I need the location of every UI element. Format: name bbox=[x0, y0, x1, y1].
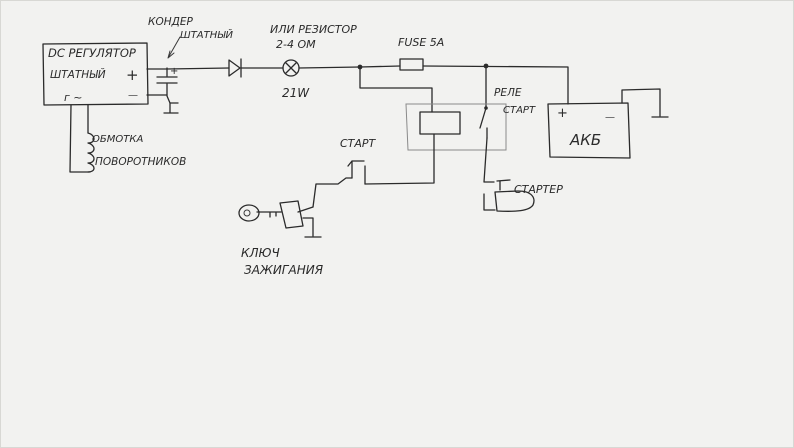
lamp-or-resistor: ИЛИ РЕЗИСТОР 2-4 ОМ 21W bbox=[270, 23, 357, 100]
regulator-title: DC РЕГУЛЯТОР bbox=[48, 46, 136, 60]
relay-contact-arm bbox=[479, 107, 487, 129]
battery-label: АКБ bbox=[569, 131, 601, 149]
relay-subtitle: СТАРТ bbox=[503, 105, 536, 116]
capacitor-pointer-arrow bbox=[167, 36, 181, 59]
starter-body bbox=[494, 190, 535, 212]
capacitor: + КОНДЕР ШТАТНЫЙ bbox=[148, 16, 233, 114]
regulator-plus-label: + bbox=[126, 66, 139, 84]
wire-fuse-to-battery bbox=[422, 65, 569, 105]
starter-ground bbox=[483, 193, 496, 211]
key-head bbox=[238, 204, 260, 222]
fuse-body bbox=[399, 58, 424, 71]
lamp-cross bbox=[285, 62, 297, 74]
lamp-power-rating: 21W bbox=[282, 86, 310, 100]
start-button-label: СТАРТ bbox=[340, 137, 377, 150]
key-shaft bbox=[256, 211, 282, 218]
capacitor-lead-bottom bbox=[166, 83, 179, 104]
fuse: FUSE 5A bbox=[398, 36, 444, 71]
battery: + — АКБ bbox=[547, 88, 669, 159]
start-button: СТАРТ bbox=[312, 137, 377, 208]
regulator-subtitle: ШТАТНЫЙ bbox=[50, 68, 106, 81]
starter-terminal bbox=[496, 179, 511, 191]
ignition-key-title: КЛЮЧ bbox=[241, 246, 280, 260]
battery-box bbox=[547, 102, 631, 159]
wire-main-1 bbox=[166, 67, 230, 70]
capacitor-subtitle: ШТАТНЫЙ bbox=[180, 28, 233, 41]
wire-relay-to-starter bbox=[483, 137, 495, 183]
capacitor-ground bbox=[163, 102, 179, 114]
battery-plus-label: + bbox=[557, 106, 568, 121]
regulator: DC РЕГУЛЯТОР ШТАТНЫЙ + — г ~ bbox=[42, 42, 149, 106]
regulator-box bbox=[42, 42, 149, 106]
wire-to-relay-coil bbox=[359, 66, 433, 113]
coil-winding bbox=[87, 132, 95, 173]
wire-main-3 bbox=[298, 66, 361, 69]
wire-to-fuse bbox=[359, 65, 401, 68]
battery-minus-label: — bbox=[605, 112, 615, 123]
regulator-terminals-label: г ~ bbox=[64, 91, 83, 104]
key-head-hole bbox=[243, 209, 251, 217]
relay-title: РЕЛЕ bbox=[494, 87, 522, 99]
starter-label: СТАРТЕР bbox=[514, 183, 563, 196]
relay-contact-pivot bbox=[484, 106, 488, 110]
battery-ground-wire bbox=[621, 88, 661, 117]
resistor-title: ИЛИ РЕЗИСТОР bbox=[270, 23, 357, 36]
starter-motor: СТАРТЕР bbox=[483, 179, 563, 212]
turn-signal-coil: ОБМОТКА ПОВОРОТНИКОВ bbox=[69, 104, 186, 173]
ignition-ground-wire bbox=[302, 217, 314, 237]
starter-relay: РЕЛЕ СТАРТ bbox=[405, 87, 536, 151]
ignition-key-subtitle: ЗАЖИГАНИЯ bbox=[244, 263, 324, 277]
coil-subtitle: ПОВОРОТНИКОВ bbox=[95, 156, 186, 168]
ignition-key: КЛЮЧ ЗАЖИГАНИЯ bbox=[238, 200, 324, 277]
diode-triangle bbox=[228, 59, 241, 77]
capacitor-title: КОНДЕР bbox=[148, 16, 193, 28]
resistor-value: 2-4 ОМ bbox=[276, 38, 316, 51]
wire-button-to-key bbox=[312, 177, 353, 208]
regulator-minus-label: — bbox=[128, 90, 138, 101]
relay-coil bbox=[419, 111, 461, 135]
wire-coil-to-start bbox=[364, 133, 435, 185]
ignition-switch-box bbox=[279, 200, 304, 229]
start-button-plunger bbox=[347, 160, 365, 179]
coil-title: ОБМОТКА bbox=[92, 134, 143, 145]
coil-wire-left bbox=[69, 104, 91, 173]
relay-housing bbox=[405, 103, 507, 151]
fuse-label: FUSE 5A bbox=[398, 36, 444, 49]
ignition-switch-contact bbox=[297, 206, 314, 213]
capacitor-plus-label: + bbox=[170, 66, 178, 77]
